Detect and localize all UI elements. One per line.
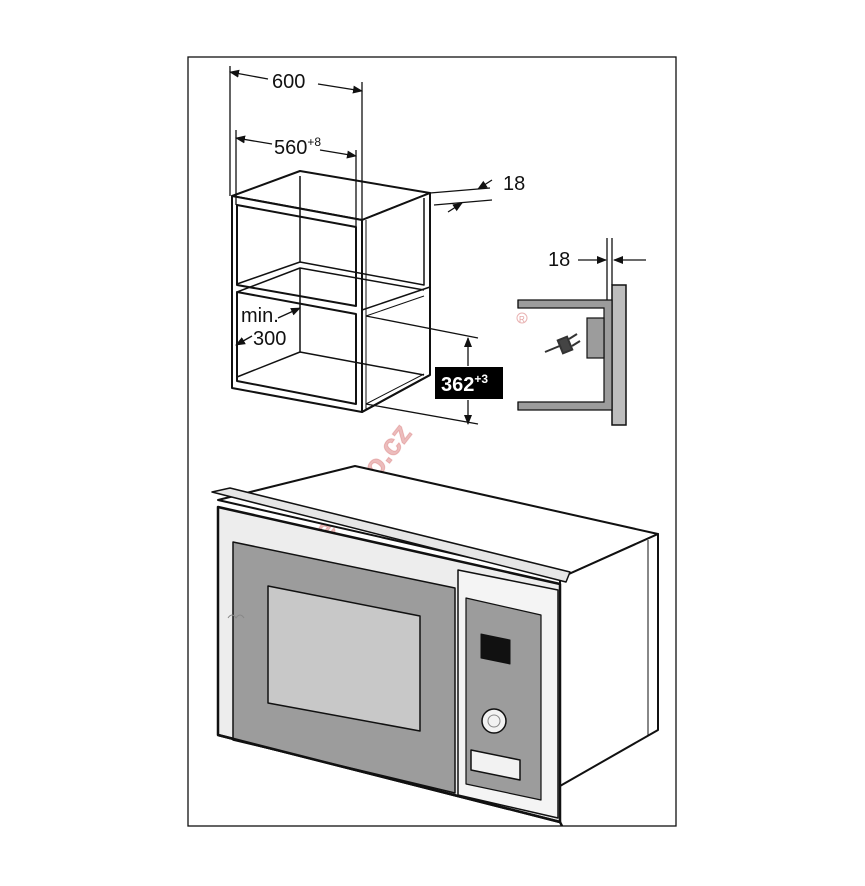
control-knob	[481, 708, 507, 734]
min-depth-label: 300	[253, 328, 286, 350]
opening-height-box	[435, 367, 503, 399]
outer-width-label: 600	[272, 71, 305, 93]
dim-min-depth	[235, 307, 301, 346]
dim-inner-width	[235, 130, 357, 227]
dim-outer-width	[229, 66, 363, 220]
diagram-frame	[187, 56, 677, 827]
side-section	[517, 284, 627, 426]
dim-opening-height	[365, 315, 479, 425]
microwave	[211, 465, 659, 827]
panel-top-label: 18	[503, 173, 525, 195]
registered-icon: R	[516, 312, 528, 324]
plug-icon	[544, 333, 581, 355]
opening-height-label: 362+3	[441, 372, 488, 396]
min-label: min.	[241, 305, 279, 327]
cabinet-niche	[231, 170, 431, 413]
svg-text:R: R	[519, 315, 525, 324]
dim-panel-top	[429, 179, 493, 213]
dim-panel-side	[578, 238, 646, 300]
door-open-button	[470, 749, 521, 781]
display	[480, 633, 511, 665]
inner-width-label: 560+8	[274, 135, 321, 159]
panel-side-label: 18	[548, 249, 570, 271]
wall	[611, 284, 627, 426]
